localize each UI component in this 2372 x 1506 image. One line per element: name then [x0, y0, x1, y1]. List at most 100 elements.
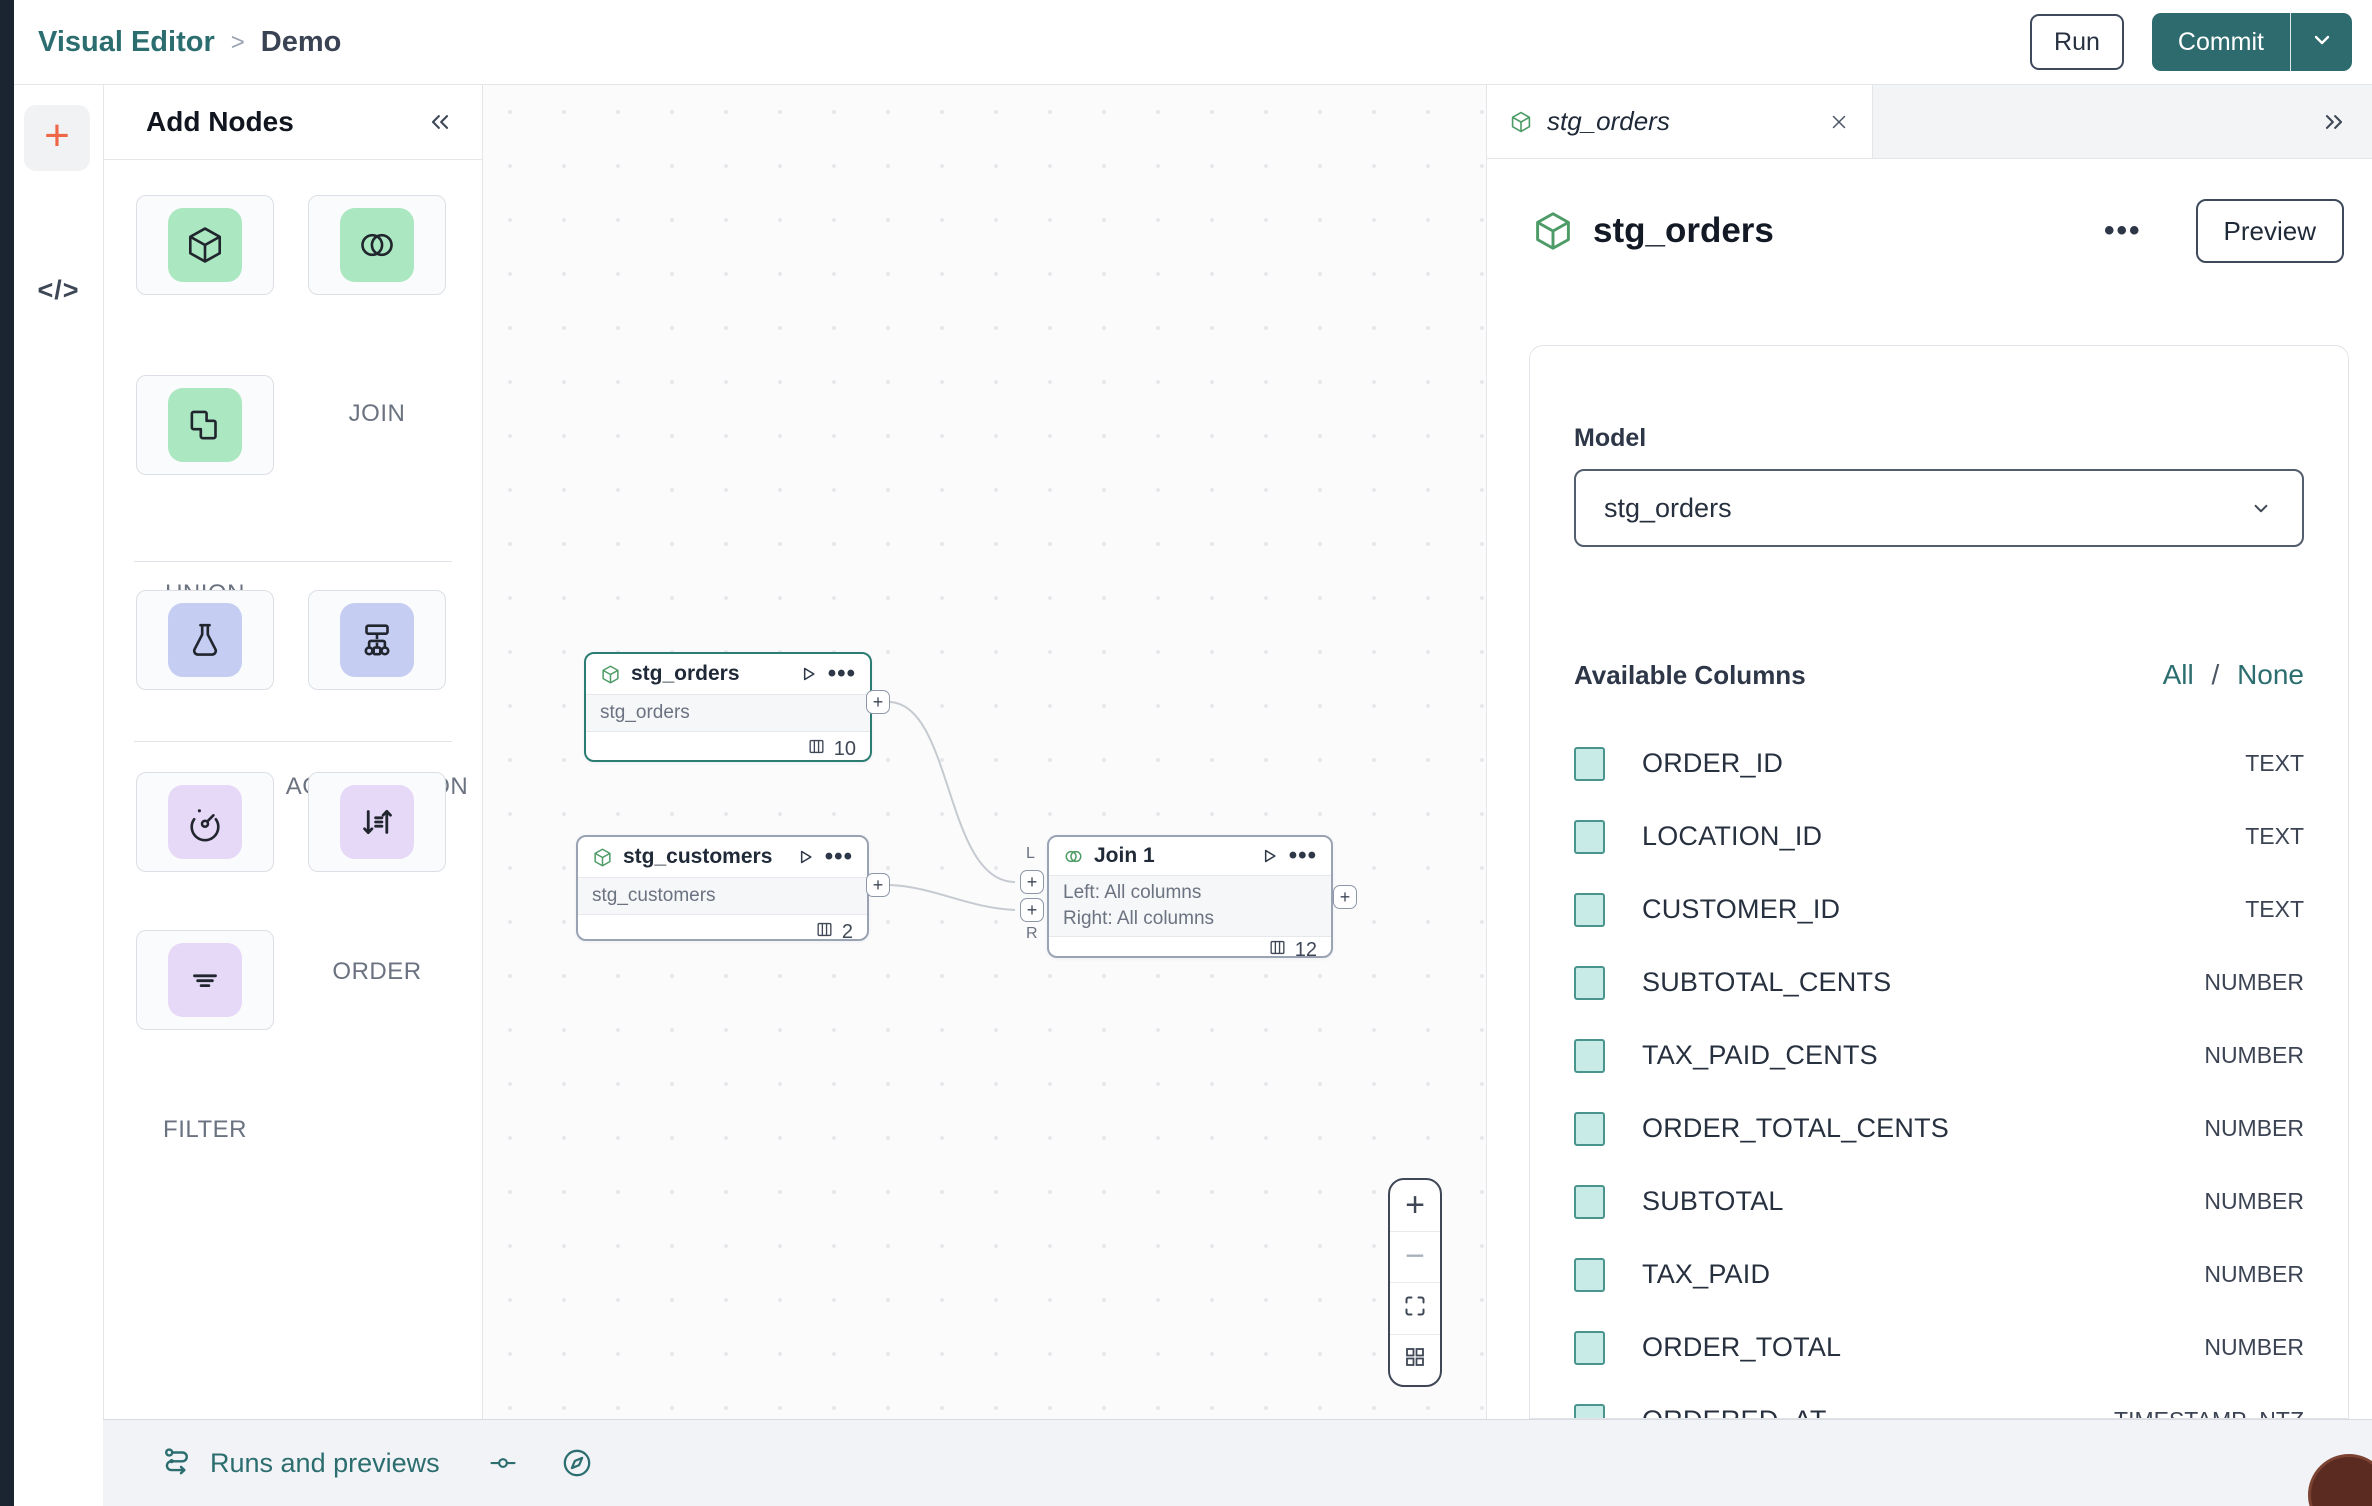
column-type: TEXT	[2245, 823, 2304, 849]
column-row: CUSTOMER_ID TEXT	[1574, 873, 2304, 946]
breadcrumb-visual-editor-link[interactable]: Visual Editor	[38, 25, 215, 58]
zoom-in-button[interactable]: +	[1405, 1185, 1425, 1224]
model-select-dropdown[interactable]: stg_orders	[1574, 469, 2304, 547]
column-count: 12	[1294, 939, 1317, 961]
play-icon[interactable]	[795, 847, 815, 867]
column-checkbox[interactable]	[1574, 1403, 1605, 1418]
column-type: NUMBER	[2204, 1261, 2304, 1287]
join-output-port[interactable]: +	[1333, 885, 1357, 909]
node-config-card: Model stg_orders Available Columns All /…	[1529, 345, 2349, 1419]
preview-button[interactable]: Preview	[2195, 199, 2344, 263]
panel-divider	[134, 561, 452, 562]
column-name: TAX_PAID_CENTS	[1642, 1040, 1878, 1070]
tab-label: stg_orders	[1547, 106, 1670, 136]
add-button[interactable]: +	[24, 105, 90, 171]
ellipsis-menu-icon[interactable]: •••	[2104, 214, 2142, 247]
sort-arrows-icon	[340, 785, 414, 859]
play-icon[interactable]	[798, 664, 818, 684]
close-icon[interactable]	[1828, 111, 1850, 133]
canvas-node-stg-orders[interactable]: stg_orders ••• stg_orders 10	[584, 652, 872, 762]
corner-avatar[interactable]	[2308, 1454, 2372, 1506]
column-checkbox[interactable]	[1574, 819, 1605, 854]
commit-split-button: Commit	[2151, 13, 2352, 71]
node-tile-order[interactable]	[308, 772, 446, 872]
cube-icon	[592, 847, 613, 868]
output-port-stg-customers[interactable]: +	[866, 873, 890, 897]
node-tile-limit[interactable]	[136, 772, 274, 872]
runs-and-previews-button[interactable]: Runs and previews	[160, 1444, 440, 1483]
column-checkbox[interactable]	[1574, 892, 1605, 927]
column-type: TIMESTAMP_NTZ	[2114, 1407, 2304, 1418]
column-row: ORDER_TOTAL NUMBER	[1574, 1311, 2304, 1384]
column-checkbox[interactable]	[1574, 1111, 1605, 1146]
node-tile-model[interactable]	[136, 195, 274, 295]
join-right-port-label: R	[1026, 925, 1038, 942]
column-row: SUBTOTAL NUMBER	[1574, 1165, 2304, 1238]
column-name: LOCATION_ID	[1642, 821, 1823, 851]
select-all-link[interactable]: All	[2162, 659, 2194, 690]
tab-stg-orders[interactable]: stg_orders	[1487, 85, 1873, 158]
column-checkbox[interactable]	[1574, 746, 1605, 781]
column-count: 2	[841, 920, 853, 943]
column-checkbox[interactable]	[1574, 965, 1605, 1000]
bottom-status-bar: Runs and previews	[103, 1419, 2372, 1506]
join-circles-icon	[340, 208, 414, 282]
tile-label-order: ORDER	[332, 958, 422, 985]
panel-divider	[134, 741, 452, 742]
node-header: stg_customers •••	[578, 837, 867, 877]
run-button[interactable]: Run	[2030, 14, 2124, 70]
column-row: LOCATION_ID TEXT	[1574, 800, 2304, 873]
grid-icon	[1403, 1345, 1427, 1374]
column-list: ORDER_ID TEXT LOCATION_ID TEXT CUSTOMER_…	[1574, 727, 2304, 1418]
node-tile-aggregation[interactable]	[308, 590, 446, 690]
add-nodes-title: Add Nodes	[146, 106, 294, 137]
column-checkbox[interactable]	[1574, 1038, 1605, 1073]
breadcrumb-current-page: Demo	[260, 25, 342, 58]
panel-header: stg_orders ••• Preview	[1487, 159, 2372, 263]
ellipsis-menu-icon[interactable]: •••	[824, 843, 853, 870]
canvas-zoom-toolbar: + −	[1388, 1178, 1442, 1387]
column-checkbox[interactable]	[1574, 1257, 1605, 1292]
compass-icon[interactable]	[560, 1446, 594, 1480]
node-footer: 12	[1049, 937, 1331, 964]
node-title: stg_orders	[631, 662, 740, 685]
column-type: NUMBER	[2204, 1115, 2304, 1141]
zoom-out-button[interactable]: −	[1390, 1230, 1440, 1283]
column-checkbox[interactable]	[1574, 1184, 1605, 1219]
all-none-separator: /	[2211, 659, 2220, 690]
output-port-stg-orders[interactable]: +	[866, 690, 890, 714]
node-tile-formula[interactable]	[136, 590, 274, 690]
play-icon[interactable]	[1259, 846, 1279, 866]
code-view-button[interactable]: </>	[37, 275, 80, 305]
breadcrumb: Visual Editor > Demo	[38, 26, 341, 59]
column-checkbox[interactable]	[1574, 1330, 1605, 1365]
tile-label-join: JOIN	[348, 400, 406, 427]
add-nodes-header: Add Nodes	[104, 85, 482, 160]
commit-button[interactable]: Commit	[2151, 13, 2290, 71]
node-header: stg_orders •••	[586, 654, 870, 694]
node-tile-union[interactable]	[136, 375, 274, 475]
select-none-link[interactable]: None	[2237, 659, 2304, 690]
ellipsis-menu-icon[interactable]: •••	[827, 660, 856, 687]
chevron-down-icon	[2248, 495, 2274, 521]
layout-grid-button[interactable]	[1390, 1333, 1440, 1386]
join-left-config: Left: All columns	[1063, 882, 1202, 903]
commit-dropdown-button[interactable]	[2290, 13, 2352, 71]
runs-and-previews-label: Runs and previews	[210, 1447, 440, 1478]
join-right-config: Right: All columns	[1063, 908, 1215, 929]
join-right-input-port[interactable]: +	[1020, 898, 1044, 922]
column-type: NUMBER	[2204, 1334, 2304, 1360]
canvas-node-stg-customers[interactable]: stg_customers ••• stg_customers 2	[576, 835, 869, 943]
node-tile-filter[interactable]	[136, 930, 274, 1030]
pipeline-canvas[interactable]: stg_orders ••• stg_orders 10 +	[483, 85, 1486, 1419]
canvas-node-join-1[interactable]: Join 1 ••• Left: All columns Right: All …	[1047, 835, 1333, 961]
node-tile-join[interactable]	[308, 195, 446, 295]
collapsed-dark-sidebar	[0, 0, 14, 1506]
chevrons-right-expand-icon[interactable]	[2320, 85, 2372, 158]
chevrons-left-collapse-icon[interactable]	[426, 108, 454, 136]
join-left-input-port[interactable]: +	[1020, 870, 1044, 894]
available-columns-title: Available Columns	[1574, 660, 1806, 690]
commit-node-icon[interactable]	[488, 1448, 518, 1478]
fit-view-button[interactable]	[1390, 1282, 1440, 1334]
ellipsis-menu-icon[interactable]: •••	[1288, 842, 1317, 869]
